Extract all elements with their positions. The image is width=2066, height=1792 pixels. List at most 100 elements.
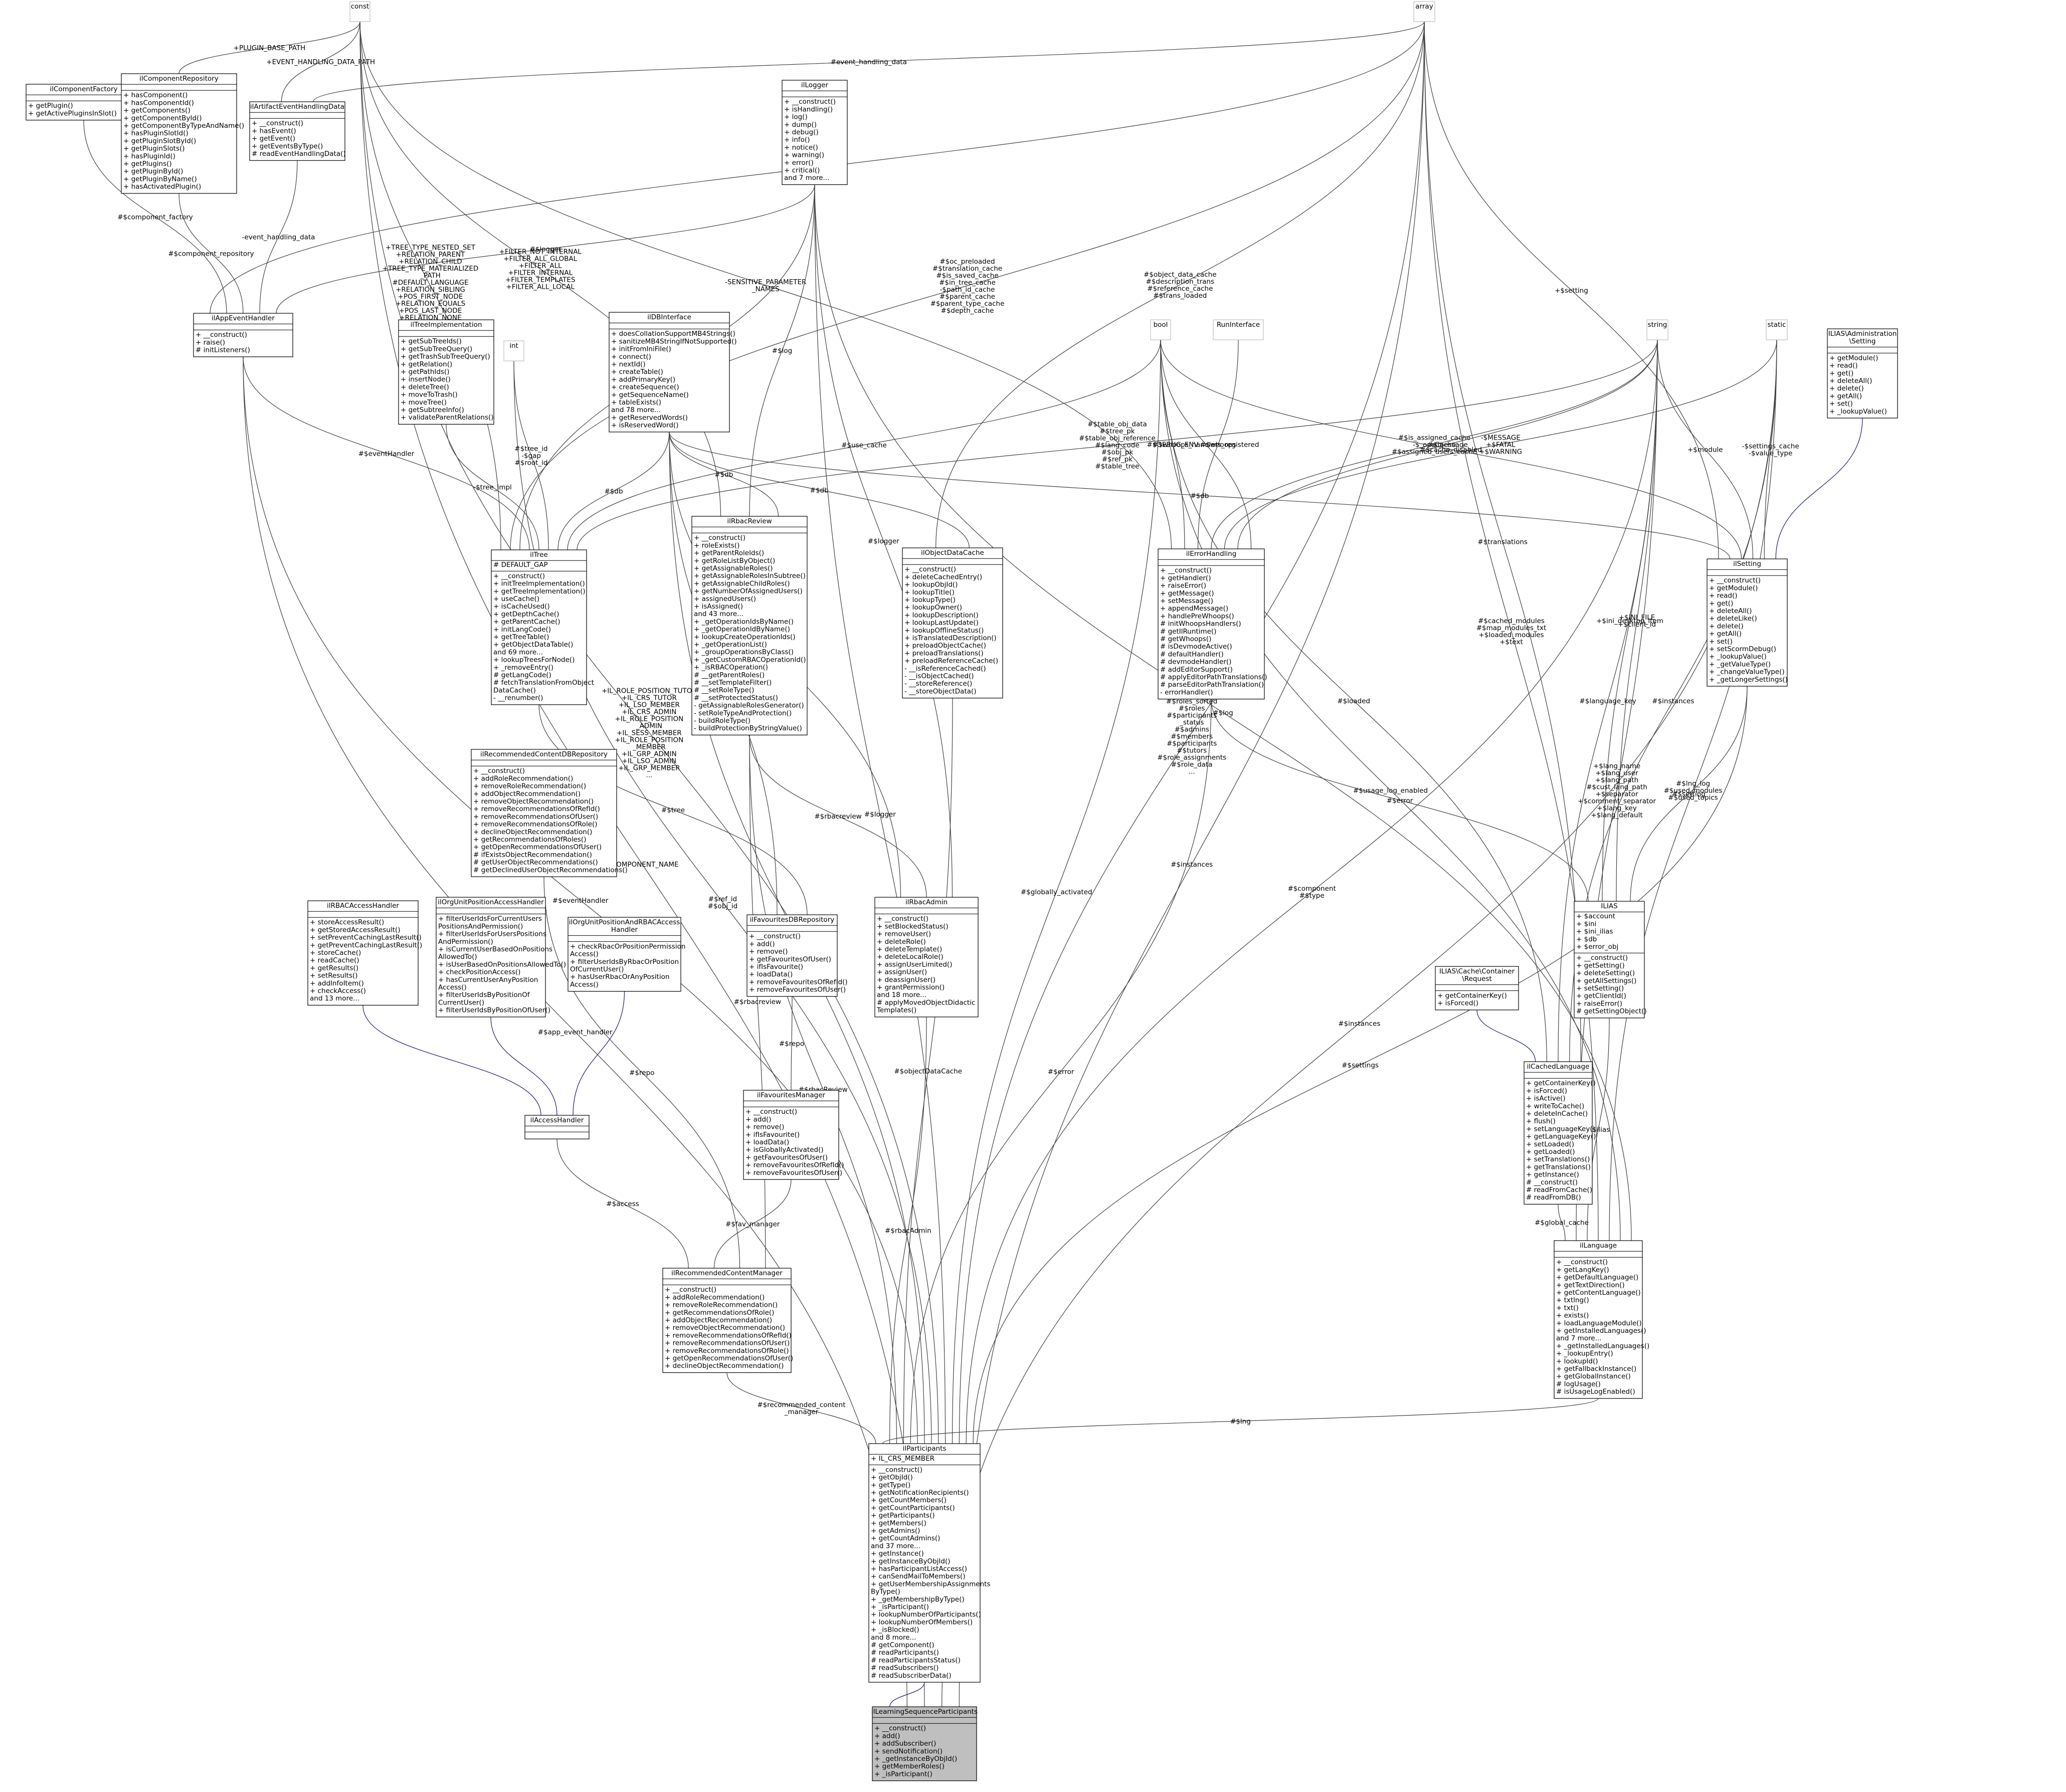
class-method: - __renumber() xyxy=(493,694,543,702)
class-method: + getComponentByTypeAndName() xyxy=(123,122,244,130)
class-method: + _lookupEntry() xyxy=(1556,1350,1613,1358)
class-method: # readFromCache() xyxy=(1526,1186,1592,1194)
class-title: ilRbacAdmin xyxy=(905,898,948,906)
class-method: + lookupDescription() xyxy=(904,611,979,619)
class-node: ilSetting+ __construct()+ getModule()+ r… xyxy=(1707,558,1788,687)
class-method: # readParticipantsStatus() xyxy=(871,1656,961,1664)
class-box xyxy=(1766,319,1788,340)
class-box xyxy=(691,516,808,735)
usage-edge xyxy=(510,21,1425,550)
class-method: + removeRoleRecommendation() xyxy=(473,782,586,790)
class-method: Templates() xyxy=(876,1007,916,1015)
edge-label: #$language_key xyxy=(1579,697,1636,705)
usage-edge xyxy=(1609,339,1777,1241)
class-method: + getTreeImplementation() xyxy=(493,587,586,595)
edge-label: #$whoops xyxy=(1200,441,1236,449)
class-method: + deleteSetting() xyxy=(1576,969,1635,977)
class-method: + lookupLastUpdate() xyxy=(904,619,979,627)
class-method: + loadData() xyxy=(749,970,793,978)
class-title: ilLogger xyxy=(801,81,828,89)
edge-label: #$eventHandler xyxy=(552,897,609,905)
class-method: + setLanguageKey() xyxy=(1526,1125,1595,1133)
class-method: + raise() xyxy=(196,338,225,346)
class-box xyxy=(1574,901,1645,1019)
usage-edge xyxy=(936,21,1425,548)
class-method: # readEventHandlingData() xyxy=(252,150,346,158)
edge-label: #$app_event_handler xyxy=(538,1028,613,1036)
class-method: + tableExists() xyxy=(611,399,661,407)
class-box xyxy=(524,1115,590,1139)
class-method: + getAll() xyxy=(1709,630,1742,638)
class-node: ilRbacReview+ __construct()+ roleExists(… xyxy=(691,516,808,735)
class-method: + getFavouritesOfUser() xyxy=(749,955,831,963)
class-method: + preloadObjectCache() xyxy=(904,642,986,650)
edge-label: #$loaded xyxy=(1337,697,1370,705)
usage-edge xyxy=(726,1372,876,1444)
class-method: + setScormDebug() xyxy=(1709,645,1776,653)
class-method: + getAssignableRoles() xyxy=(694,564,773,572)
class-method: + filterUserIdsByPositionOf xyxy=(438,991,530,999)
class-attribute: + IL_CRS_MEMBER xyxy=(871,1455,934,1463)
class-node: ilCachedLanguage+ getContainerKey()+ isF… xyxy=(1524,1061,1596,1205)
class-title: ILIAS\Administration xyxy=(1828,330,1897,338)
class-box xyxy=(874,897,979,1018)
class-method: + __construct() xyxy=(1160,566,1212,574)
class-title: ilComponentRepository xyxy=(139,75,219,83)
class-method: + moveTree() xyxy=(401,399,447,407)
class-method: + storeAccessResult() xyxy=(310,918,384,926)
class-method: + removeRoleRecommendation() xyxy=(665,1301,778,1309)
class-attribute: + $ini xyxy=(1576,920,1596,928)
class-box xyxy=(1827,328,1898,419)
edge-label: #$table_obj_data#$tree_pk#$table_obj_ref… xyxy=(1079,421,1156,471)
class-title: ilParticipants xyxy=(903,1445,947,1453)
inheritance-edge xyxy=(362,1005,541,1115)
class-method: - __storeObjectData() xyxy=(904,687,977,695)
class-method: + getRecommendationsOfRoles() xyxy=(473,836,586,844)
class-method: + filterUserIdsByPositionOfUser() xyxy=(438,1007,550,1015)
class-method: + grantPermission() xyxy=(877,983,945,991)
class-title: ilLearningSequenceParticipants xyxy=(871,1708,978,1716)
class-method: + log() xyxy=(784,113,808,121)
class-method: + __construct() xyxy=(1576,954,1628,962)
class-method: + hasPluginSlotId() xyxy=(123,129,189,137)
edge-label: #$access xyxy=(606,1200,639,1208)
class-method: + get() xyxy=(1709,600,1733,608)
class-method: and 18 more... xyxy=(877,991,926,999)
class-method: # __setRoleType() xyxy=(694,686,754,694)
class-method: + isUserBasedOnPositionsAllowedTo() xyxy=(438,960,566,968)
class-method: + getTrashSubTreeQuery() xyxy=(401,353,490,361)
class-method: + getLangKey() xyxy=(1556,1266,1609,1274)
class-method: # __setProtectedStatus() xyxy=(694,694,778,702)
class-method: + deleteAll() xyxy=(1709,607,1752,615)
class-box xyxy=(872,1706,977,1781)
class-method: + filterUserIdsForUsersPositions xyxy=(438,930,546,938)
class-title: \Setting xyxy=(1849,337,1876,345)
usage-edge xyxy=(1198,339,1239,549)
class-title: ilCachedLanguage xyxy=(1527,1063,1590,1071)
edge-label: #$tree xyxy=(661,806,685,814)
class-method: + validateParentRelations() xyxy=(401,414,494,422)
class-title: RunInterface xyxy=(1217,321,1260,329)
edge-label: #$component#$type xyxy=(1287,885,1336,900)
class-method: + _getCustomRBACOperationId() xyxy=(694,656,806,664)
class-method: and 13 more... xyxy=(310,994,359,1003)
class-method: + _getValueType() xyxy=(1709,660,1771,668)
class-method: + storeCache() xyxy=(310,949,361,957)
class-box xyxy=(307,900,419,1006)
class-method: + getParentCache() xyxy=(493,618,560,626)
class-method: + checkAccess() xyxy=(310,987,366,995)
class-method: + deleteLike() xyxy=(1709,615,1757,623)
class-method: + initLangCode() xyxy=(493,626,551,634)
usage-edge xyxy=(446,424,539,550)
class-attribute: + $error_obj xyxy=(1576,943,1618,951)
class-method: + _isParticipant() xyxy=(871,1603,929,1611)
class-method: + delete() xyxy=(1709,622,1744,630)
class-method: + removeRecommendationsOfUser() xyxy=(473,813,598,821)
usage-edge xyxy=(959,21,1425,1444)
usage-edge xyxy=(959,21,1425,1707)
class-method: + deassignUser() xyxy=(877,976,935,984)
class-box xyxy=(121,73,237,194)
class-attribute: + $account xyxy=(1576,912,1615,920)
class-box xyxy=(782,80,848,185)
class-method: # ifExistsObjectRecommendation() xyxy=(473,851,592,859)
